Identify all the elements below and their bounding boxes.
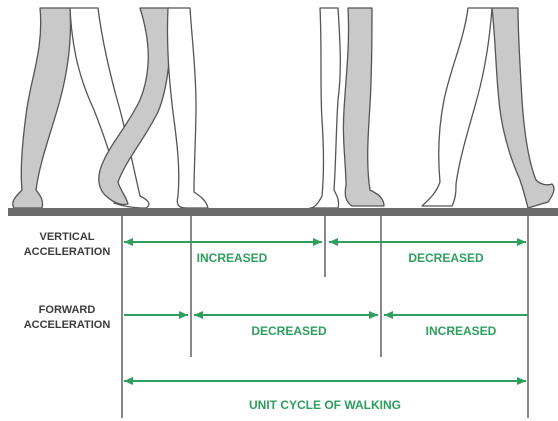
vertical-acceleration-label-line1: VERTICAL [40, 231, 95, 243]
leg-figure-3-back [343, 8, 384, 206]
forward-decreased-arrow [194, 311, 378, 319]
vertical-decreased-arrow [329, 238, 526, 246]
forward-decreased-label: DECREASED [251, 324, 327, 338]
forward-increased-label: INCREASED [426, 324, 497, 338]
forward-acceleration-label-line1: FORWARD [39, 304, 96, 316]
forward-acceleration-label-line2: ACCELERATION [24, 319, 111, 331]
leg-figure-1-back [13, 8, 71, 208]
unit-cycle-arrow [124, 377, 526, 385]
vertical-acceleration-label-line2: ACCELERATION [24, 246, 111, 258]
forward-increased-arrow [384, 311, 528, 319]
vertical-decreased-label: DECREASED [408, 251, 484, 265]
legs-illustration [13, 8, 554, 208]
forward-initial-arrow [124, 311, 188, 319]
unit-cycle-label: UNIT CYCLE OF WALKING [249, 398, 401, 412]
vertical-increased-arrow [124, 238, 322, 246]
leg-figure-3-front [310, 8, 340, 208]
leg-figure-4-front [492, 8, 554, 208]
ground-line [8, 208, 558, 216]
leg-figure-2-front [167, 8, 208, 208]
leg-figure-4-back [422, 8, 492, 206]
vertical-increased-label: INCREASED [197, 251, 268, 265]
